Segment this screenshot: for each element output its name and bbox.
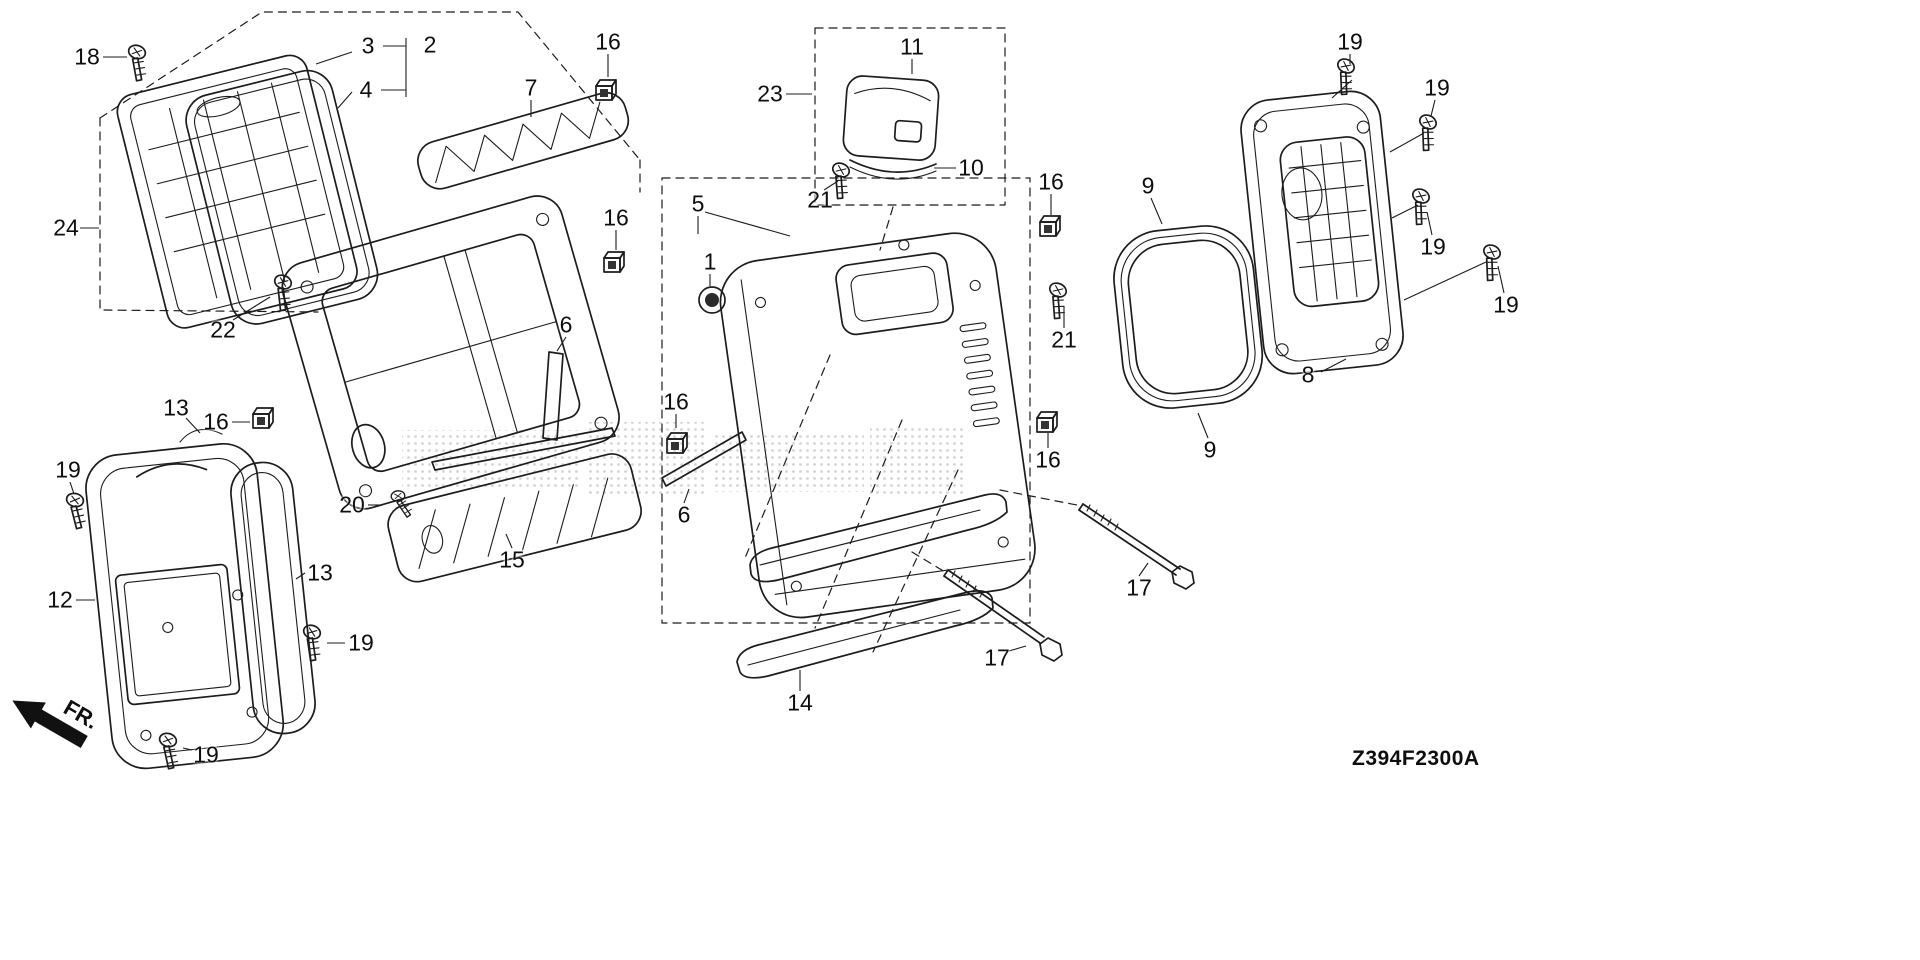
- callout-label: 16: [1035, 446, 1061, 473]
- callout-label: 19: [1420, 233, 1446, 260]
- callout-label: 24: [53, 214, 79, 241]
- seal-strip-upper: [542, 351, 564, 441]
- callout-label: 6: [677, 501, 691, 528]
- cover-latch-hook: [179, 428, 223, 443]
- long-bolt-upper: [1078, 503, 1195, 590]
- callout-label: 22: [210, 316, 236, 343]
- long-bolt-lower: [943, 569, 1063, 662]
- screw-19-cover-side: [293, 622, 330, 664]
- vent-slots: [959, 322, 1000, 428]
- main-side-cover: [719, 232, 1036, 619]
- callout-label: 19: [348, 629, 374, 656]
- callout-label: 17: [984, 644, 1010, 671]
- callout-label: 7: [524, 74, 538, 101]
- screw-19-right-2: [1407, 111, 1446, 155]
- callout-label: 16: [203, 408, 229, 435]
- callout-label: 14: [787, 689, 813, 716]
- diagram-code: Z394F2300A: [1352, 747, 1480, 770]
- callout-label: 21: [1051, 326, 1077, 353]
- screw-19-right-4: [1471, 241, 1510, 285]
- clip-nut-16-c: [1039, 215, 1061, 237]
- callout-label: 19: [55, 456, 81, 483]
- clip-nut-16-f: [1036, 411, 1058, 433]
- callout-label: 19: [193, 741, 219, 768]
- cover-bottom-lip: [749, 493, 1008, 583]
- clip-nut-16-a: [595, 79, 617, 101]
- callout-label: 5: [691, 190, 705, 217]
- callout-label: 9: [1141, 172, 1155, 199]
- callout-label: 9: [1203, 436, 1217, 463]
- side-grille-cover: [1240, 90, 1404, 375]
- callout-label: 13: [307, 559, 333, 586]
- lower-trim: [736, 590, 994, 679]
- front-cover: [85, 442, 285, 770]
- vent-slat-panel: [387, 453, 642, 583]
- rear-panel-seal: [185, 69, 379, 325]
- callout-label: 19: [1337, 28, 1363, 55]
- callout-label: 16: [663, 388, 689, 415]
- callout-label: 3: [361, 32, 375, 59]
- callout-label: 13: [163, 394, 189, 421]
- callout-label: 16: [603, 204, 629, 231]
- clip-nut-16-d: [252, 407, 274, 429]
- seal-rail-left: [431, 427, 616, 471]
- rear-grille-panel: [116, 54, 358, 329]
- callout-label: 18: [74, 43, 100, 70]
- callout-label: 2: [423, 31, 437, 58]
- callout-label: 21: [807, 186, 833, 213]
- leader-lines: [69, 38, 1505, 751]
- screw-19-right-3: [1400, 185, 1439, 229]
- callout-label: 19: [1424, 74, 1450, 101]
- callout-label: 20: [339, 491, 365, 518]
- callout-label: 16: [595, 28, 621, 55]
- screw-21-cover: [1038, 279, 1076, 323]
- seal-rail-right: [661, 431, 747, 487]
- maintenance-lid: [842, 75, 940, 161]
- front-cover-seal: [230, 461, 316, 735]
- callout-label: 10: [958, 154, 984, 181]
- callout-label: 11: [900, 33, 924, 60]
- callout-label: 17: [1126, 574, 1152, 601]
- grommet: [698, 286, 726, 314]
- carry-handle-bar: [417, 91, 630, 190]
- callout-label: 12: [47, 586, 73, 613]
- lid-seal: [849, 159, 937, 180]
- callout-label: 19: [1493, 291, 1519, 318]
- front-frame-panel: [281, 195, 620, 510]
- front-direction-arrow: [12, 700, 88, 749]
- callout-label: 23: [757, 80, 783, 107]
- callout-label: 15: [499, 546, 525, 573]
- callout-label: 4: [359, 76, 373, 103]
- callout-label: 6: [559, 311, 573, 338]
- callout-label: 1: [703, 248, 717, 275]
- callout-label: 8: [1301, 361, 1315, 388]
- screw-18: [119, 42, 155, 84]
- cover-gasket-ring: [1113, 225, 1264, 409]
- callout-label: 16: [1038, 168, 1064, 195]
- clip-nut-16-b: [603, 251, 625, 273]
